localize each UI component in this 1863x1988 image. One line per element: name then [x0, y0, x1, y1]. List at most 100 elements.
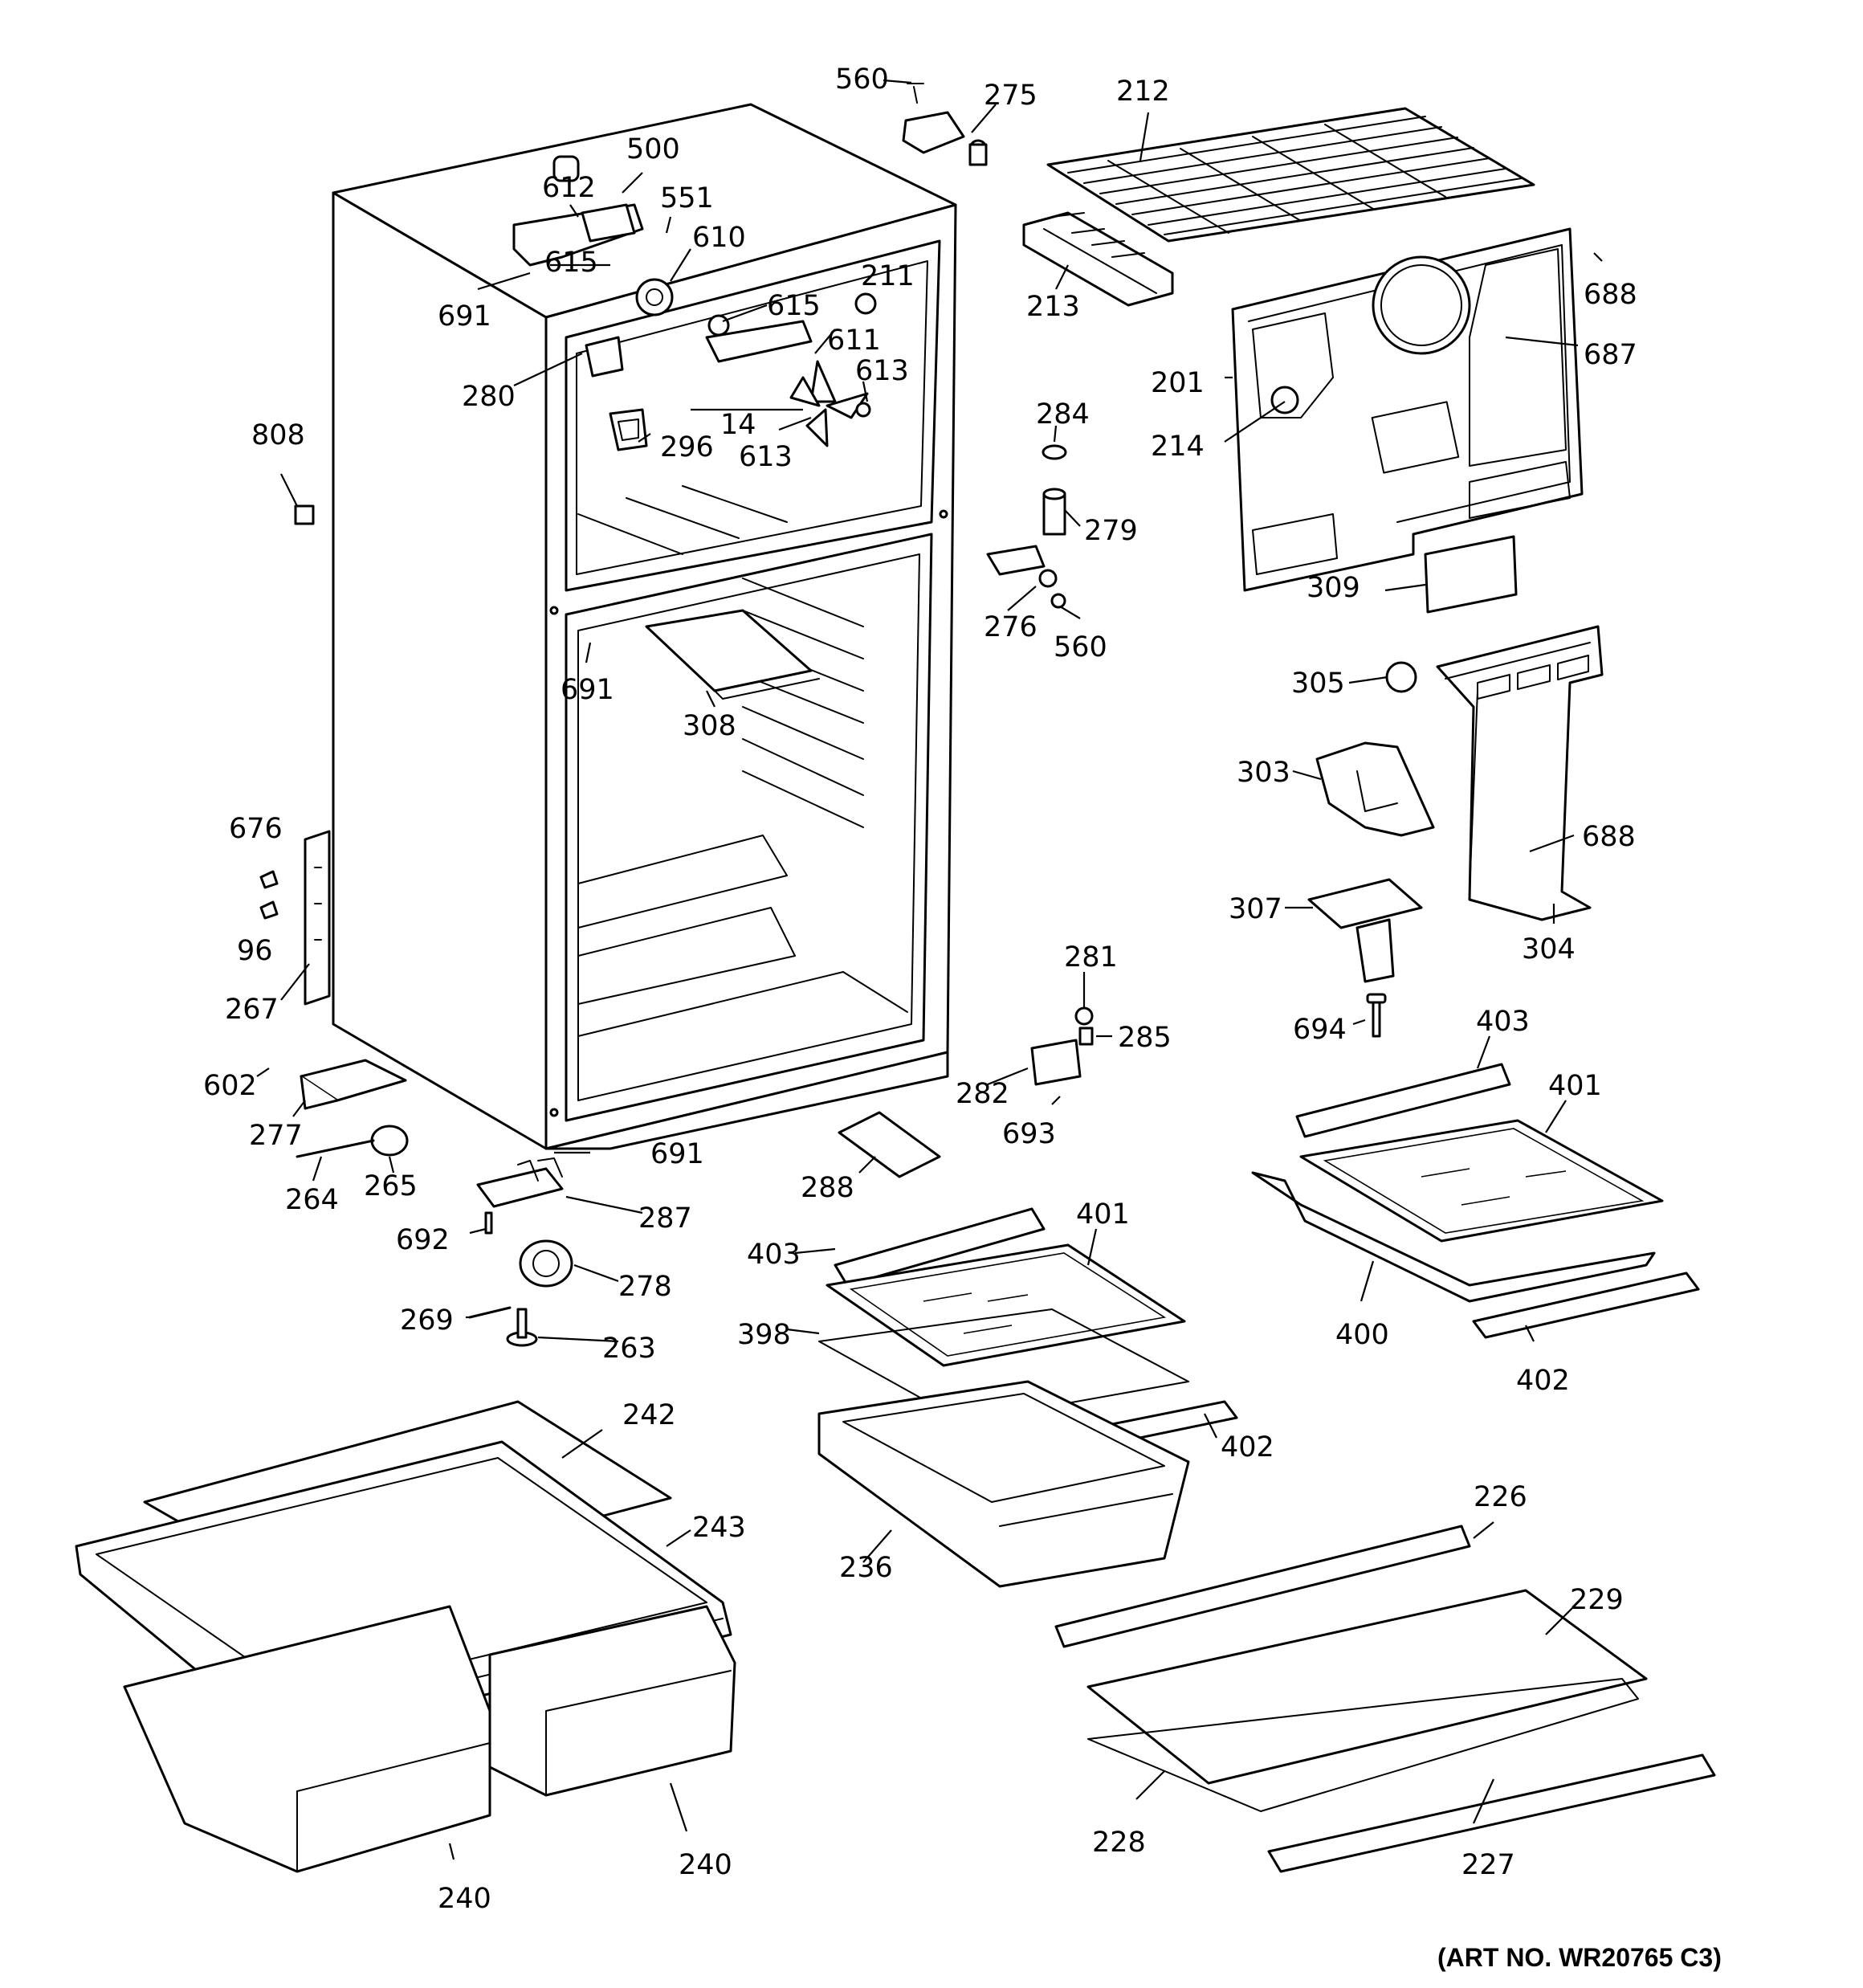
- callout-403-b: 403: [747, 1239, 801, 1271]
- mount-bracket-288: [838, 1111, 941, 1178]
- leader-lines: [256, 79, 1603, 1860]
- shelf-trim-403a: [1295, 1063, 1511, 1138]
- shelf-trim-227: [1267, 1753, 1716, 1873]
- callout-285: 285: [1118, 1022, 1172, 1054]
- control-knob-610: [635, 278, 674, 316]
- callout-402-b: 402: [1221, 1431, 1274, 1463]
- shelf-glass-401a: [1299, 1119, 1664, 1243]
- axle-264: [296, 1139, 375, 1158]
- callout-307: 307: [1229, 893, 1282, 925]
- freezer-shelf-212: [1046, 107, 1535, 243]
- side-hinge-267: [304, 830, 331, 1006]
- shelf-trim-226: [1054, 1525, 1471, 1648]
- shelf-glass-229: [1086, 1589, 1648, 1785]
- screw-694: [1366, 993, 1387, 1038]
- callout-611: 611: [827, 325, 881, 357]
- roller-265: [370, 1125, 409, 1157]
- callout-303: 303: [1237, 757, 1290, 789]
- callout-402-a: 402: [1516, 1365, 1570, 1397]
- crisper-drawer-236: [817, 1380, 1190, 1588]
- art-number: (ART NO. WR20765 C3): [1437, 1943, 1722, 1972]
- callout-278: 278: [618, 1271, 672, 1303]
- callout-401-b: 401: [1076, 1198, 1130, 1231]
- callout-240-b: 240: [438, 1883, 491, 1915]
- wheel-278: [519, 1239, 573, 1288]
- callout-613-b: 613: [739, 441, 793, 473]
- callout-229: 229: [1570, 1584, 1624, 1616]
- air-duct-304: [1436, 625, 1604, 921]
- callout-693: 693: [1002, 1118, 1056, 1150]
- callout-613-a: 613: [855, 355, 909, 387]
- callout-labels: 560 275 212 500 612 551 610 615 691 615 …: [203, 63, 1722, 1972]
- light-socket-296: [609, 408, 648, 451]
- callout-277: 277: [249, 1120, 303, 1152]
- callout-265: 265: [364, 1170, 418, 1202]
- callout-676: 676: [229, 813, 283, 845]
- callout-228: 228: [1092, 1827, 1146, 1859]
- callout-308: 308: [683, 710, 736, 742]
- callout-267: 267: [225, 994, 279, 1026]
- air-duct-280: [585, 336, 624, 378]
- callout-560: 560: [835, 63, 889, 96]
- bottom-hinge-277: [300, 1059, 407, 1110]
- callout-615-a: 615: [544, 247, 598, 279]
- callout-615-b: 615: [767, 290, 821, 322]
- damper-housing-303: [1315, 741, 1435, 837]
- callout-264: 264: [285, 1184, 339, 1216]
- callout-287: 287: [638, 1202, 692, 1235]
- ice-tray-213: [1022, 211, 1174, 307]
- leveling-leg-263: [506, 1308, 538, 1347]
- evaporator-cover-201: [1231, 227, 1584, 592]
- callout-226: 226: [1474, 1481, 1527, 1513]
- callout-560-b: 560: [1054, 631, 1107, 663]
- callout-304: 304: [1522, 933, 1576, 965]
- callout-96: 96: [237, 935, 273, 967]
- callout-280: 280: [462, 381, 516, 413]
- callout-212: 212: [1116, 76, 1170, 108]
- callout-242: 242: [622, 1399, 676, 1431]
- pin-269: [468, 1306, 512, 1319]
- callout-281: 281: [1064, 941, 1118, 974]
- screws-676-96: [259, 870, 279, 920]
- shelf-trim-402b: [1472, 1272, 1700, 1339]
- shelf-frame-398: [818, 1308, 1189, 1423]
- callout-694: 694: [1293, 1014, 1347, 1046]
- callout-275: 275: [984, 80, 1037, 112]
- callout-610: 610: [692, 222, 746, 254]
- pan-drawer-240a: [123, 1605, 491, 1873]
- callout-263: 263: [602, 1333, 656, 1365]
- leveler-bracket-287: [476, 1157, 564, 1208]
- callout-688-a: 688: [1584, 279, 1637, 311]
- callout-692: 692: [396, 1224, 450, 1256]
- hinge-cover-808: [294, 504, 315, 525]
- callout-14: 14: [720, 409, 756, 441]
- callout-400: 400: [1335, 1319, 1389, 1351]
- damper-305: [1385, 661, 1417, 693]
- callout-401-a: 401: [1548, 1070, 1602, 1102]
- screw-692: [484, 1211, 493, 1235]
- bracket-276: [986, 545, 1066, 609]
- callout-279: 279: [1084, 515, 1138, 547]
- callout-687: 687: [1584, 339, 1637, 371]
- callout-688-b: 688: [1582, 821, 1636, 853]
- shelf-frame-228: [1087, 1678, 1639, 1812]
- callout-236: 236: [839, 1552, 893, 1584]
- callout-691-a: 691: [438, 300, 491, 333]
- shelf-glass-401b: [826, 1243, 1186, 1367]
- callout-276: 276: [984, 611, 1037, 643]
- callout-305: 305: [1291, 667, 1345, 700]
- callout-227: 227: [1461, 1849, 1515, 1881]
- evaporator-fan-613: [789, 360, 871, 447]
- hinge-bracket-282: [1030, 1006, 1094, 1086]
- callout-240-a: 240: [679, 1849, 732, 1881]
- callout-612: 612: [542, 172, 596, 204]
- pan-drawer-240b: [488, 1605, 736, 1797]
- shelf-trim-403b: [834, 1207, 1046, 1287]
- damper-base-307: [1307, 878, 1423, 983]
- thermostat-bulb-214: [1270, 386, 1299, 414]
- callout-551: 551: [660, 182, 714, 214]
- water-valve-parts-284-279: [1042, 444, 1067, 536]
- callout-500: 500: [626, 133, 680, 165]
- fan-motor-bracket-611: [705, 292, 877, 363]
